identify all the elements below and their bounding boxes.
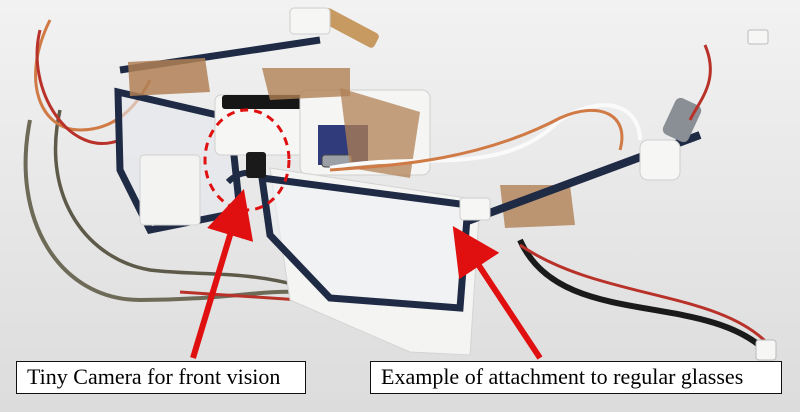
red-cable: [519, 243, 772, 348]
grey-wire: [23, 119, 301, 303]
black-cable: [517, 238, 768, 353]
connector: [755, 339, 777, 361]
red-wire-right: [688, 44, 712, 121]
red-wire-left: [35, 29, 121, 145]
attachment-arrow: [452, 225, 543, 360]
tape-2: [262, 68, 350, 100]
attachment-caption: Example of attachment to regular glasses: [370, 361, 782, 394]
tape-3: [340, 88, 420, 178]
right-end-clip: [639, 139, 681, 181]
tape-1: [128, 58, 210, 96]
camera-caption: Tiny Camera for front vision: [16, 361, 306, 394]
top-rod: [321, 8, 379, 48]
grey-wire-2: [53, 109, 301, 288]
tape-6: [500, 185, 575, 228]
right-spring: [662, 97, 702, 143]
orange-wire-right: [329, 108, 624, 172]
right-lens: [257, 173, 472, 312]
top-connector: [747, 29, 769, 45]
top-clip: [289, 7, 331, 35]
left-mount: [139, 154, 201, 226]
camera-module: [246, 152, 266, 178]
camera-arrow: [190, 189, 254, 359]
red-wire-bottom: [179, 290, 301, 302]
hinge-block: [459, 197, 491, 221]
white-wire-right: [329, 103, 642, 170]
